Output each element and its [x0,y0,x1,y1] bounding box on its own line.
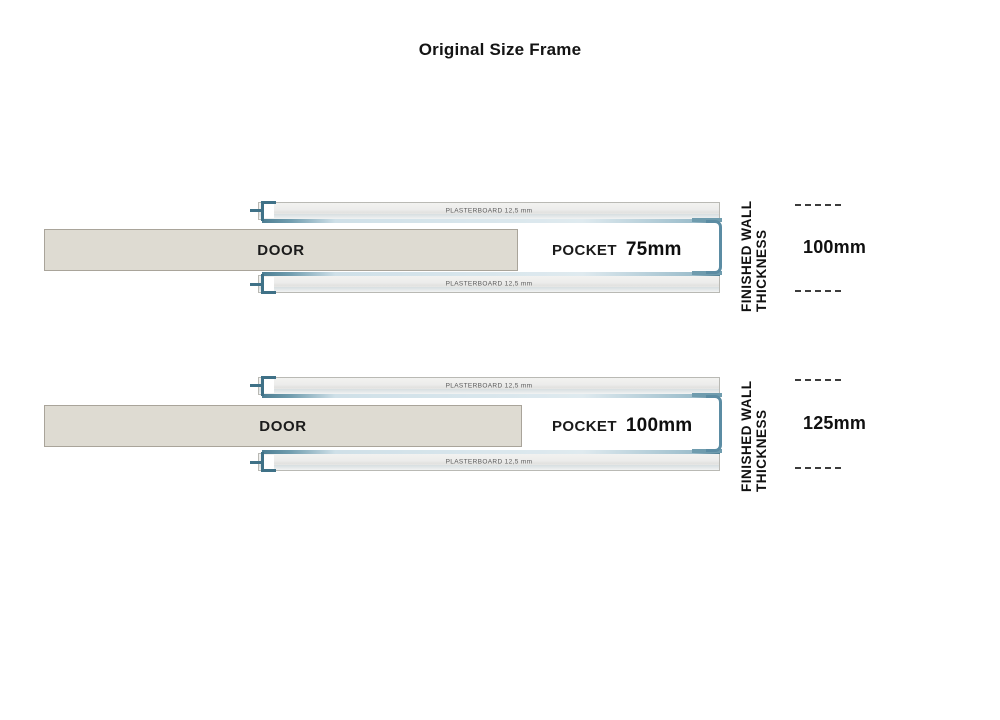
finished-wall-thickness-caption: FINISHED WALL THICKNESS [739,367,769,493]
jamb-vertical-bottom [261,452,264,472]
plasterboard-rail-bottom: PLASTERBOARD 12,5 mm [258,275,720,293]
door-label: DOOR [259,417,307,435]
jamb-stub-top [250,209,262,212]
steel-track-top [262,394,720,398]
pocket-word: POCKET [552,242,617,259]
dimension-dash-bottom [795,290,841,292]
wall-thickness-value: 125mm [803,413,867,433]
closing-channel-bracket [706,220,722,274]
jamb-bracket-bottom [250,274,276,294]
closing-channel-bracket [706,395,722,452]
plasterboard-rail-top: PLASTERBOARD 12,5 mm [258,377,720,395]
pocket-caption: POCKET 100mm [552,415,692,437]
fwt-line-1: FINISHED WALL [739,200,754,313]
frame-diagram-100mm: PLASTERBOARD 12,5 mm PLASTERBOARD 12,5 m… [0,365,1000,495]
jamb-stub-bottom [250,461,262,464]
jamb-face-bottom [264,277,274,291]
wall-thickness-dimension: 125mm [795,367,885,483]
dimension-dash-bottom [795,467,841,469]
jamb-vertical-top [261,201,264,221]
finished-wall-thickness-caption: FINISHED WALL THICKNESS [739,192,769,313]
page-title: Original Size Frame [418,40,582,59]
door-leaf: DOOR [44,229,518,271]
door-leaf: DOOR [44,405,522,447]
dimension-dash-top [795,379,841,381]
plasterboard-rail-bottom: PLASTERBOARD 12,5 mm [258,453,720,471]
jamb-stub-bottom [250,283,262,286]
jamb-stub-top [250,384,262,387]
jamb-arm-top [261,376,276,379]
steel-track-bottom [262,450,720,454]
plasterboard-rail-top: PLASTERBOARD 12,5 mm [258,202,720,220]
dimension-dash-top [795,204,841,206]
jamb-bracket-top [250,376,276,396]
pocket-word: POCKET [552,418,617,435]
jamb-arm-top [261,201,276,204]
steel-track-bottom [262,272,720,276]
jamb-face-top [264,204,274,218]
frame-diagram-75mm: PLASTERBOARD 12,5 mm PLASTERBOARD 12,5 m… [0,190,1000,315]
jamb-face-top [264,379,274,393]
fwt-line-2: THICKNESS [753,409,769,492]
pocket-caption: POCKET 75mm [552,239,682,261]
plasterboard-label-bottom: PLASTERBOARD 12,5 mm [445,280,533,288]
plasterboard-label-top: PLASTERBOARD 12,5 mm [445,207,533,215]
plasterboard-label-top: PLASTERBOARD 12,5 mm [445,382,533,390]
jamb-vertical-top [261,376,264,396]
plasterboard-label-bottom: PLASTERBOARD 12,5 mm [445,458,533,466]
door-label: DOOR [257,241,305,259]
fwt-line-1: FINISHED WALL [739,380,754,493]
pocket-size: 75mm [625,239,682,260]
jamb-arm-bottom [261,291,276,294]
steel-track-top [262,219,720,223]
jamb-bracket-bottom [250,452,276,472]
wall-thickness-value: 100mm [803,237,867,257]
fwt-line-2: THICKNESS [753,229,769,312]
jamb-bracket-top [250,201,276,221]
jamb-arm-bottom [261,469,276,472]
wall-thickness-dimension: 100mm [795,192,885,304]
jamb-face-bottom [264,455,274,469]
pocket-size: 100mm [625,415,693,436]
jamb-vertical-bottom [261,274,264,294]
